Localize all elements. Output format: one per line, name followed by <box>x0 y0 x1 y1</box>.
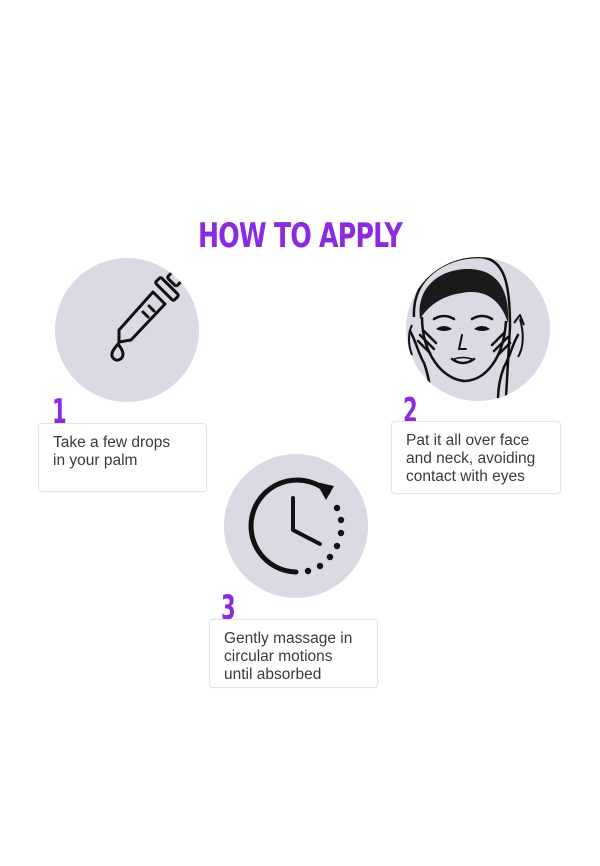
page-title: HOW TO APPLY <box>197 216 403 256</box>
dropper-icon <box>110 266 187 362</box>
step-2-card: Pat it all over face and neck, avoiding … <box>391 421 561 494</box>
step-3-number: 3 <box>221 588 236 628</box>
step-3-circle <box>224 454 368 598</box>
step-1-circle <box>55 258 199 402</box>
step-2-line: Pat it all over face <box>406 432 530 449</box>
clock-icon <box>248 477 345 575</box>
step-1-line: Take a few drops <box>53 434 171 451</box>
step-2-line: contact with eyes <box>406 468 525 485</box>
step-3-line: until absorbed <box>224 666 322 683</box>
step-3-card: Gently massage in circular motions until… <box>209 619 378 688</box>
step-1-card: Take a few drops in your palm <box>38 423 207 492</box>
step-2-line: and neck, avoiding <box>406 450 536 467</box>
step-2-circle <box>406 257 550 401</box>
step-2-number: 2 <box>403 391 418 431</box>
step-3-line: Gently massage in <box>224 630 353 647</box>
face-pat-icon <box>408 257 525 401</box>
step-1-number: 1 <box>52 392 67 432</box>
step-1-line: in your palm <box>53 452 138 469</box>
step-3-line: circular motions <box>224 648 333 665</box>
